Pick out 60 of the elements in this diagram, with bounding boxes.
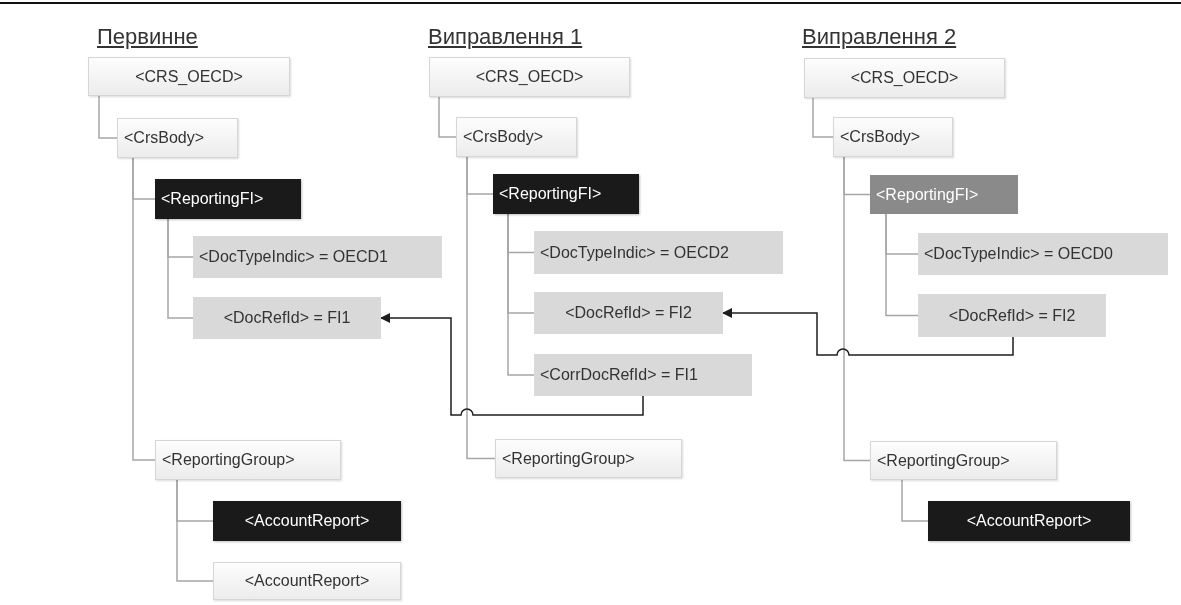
value-box xyxy=(193,297,381,339)
value-box xyxy=(534,354,752,396)
element-label: <ReportingFI> xyxy=(876,185,979,204)
element-label: <DocTypeIndic> = OECD1 xyxy=(199,248,388,266)
highlighted-element-box xyxy=(155,179,301,219)
element-label: <DocRefId> = FI1 xyxy=(223,309,351,327)
column-heading: Виправлення 2 xyxy=(802,24,957,50)
element-label: <DocRefId> = FI2 xyxy=(948,306,1076,325)
element-box xyxy=(88,57,290,96)
tree-connector xyxy=(507,213,535,376)
element-label: <CRS_OECD> xyxy=(850,69,959,87)
element-label: <CRS_OECD> xyxy=(475,68,584,86)
element-box xyxy=(495,439,682,478)
element-box xyxy=(155,440,341,480)
highlighted-element-box xyxy=(493,174,639,214)
tree-connector xyxy=(438,96,457,138)
element-label: <CRS_OECD> xyxy=(135,67,243,86)
highlighted-element-box xyxy=(928,501,1130,541)
column-heading: Виправлення 1 xyxy=(428,24,583,50)
element-label: <DocTypeIndic> = OECD2 xyxy=(540,243,729,262)
tree-connector xyxy=(98,95,118,139)
tree-connector xyxy=(466,156,496,460)
value-box xyxy=(534,231,783,274)
element-box xyxy=(804,58,1005,98)
element-box xyxy=(833,117,953,157)
tree-connector xyxy=(843,156,871,462)
value-box xyxy=(918,233,1168,275)
value-box xyxy=(918,294,1106,337)
element-label: <ReportingFI> xyxy=(499,185,602,203)
element-label: <AccountReport> xyxy=(244,572,370,590)
column-heading: Первинне xyxy=(97,24,198,50)
tree-connector xyxy=(812,97,834,138)
element-box xyxy=(456,117,577,157)
element-label: <ReportingGroup> xyxy=(502,449,635,468)
changed-element-box xyxy=(870,175,1018,214)
element-box xyxy=(213,562,401,600)
element-label: <ReportingFI> xyxy=(161,190,264,208)
element-label: <CorrDocRefId> = FI1 xyxy=(540,366,698,384)
tree-connector xyxy=(885,213,919,317)
tree-connector xyxy=(176,479,214,582)
element-label: <ReportingGroup> xyxy=(877,451,1010,470)
value-box xyxy=(534,292,723,334)
element-box xyxy=(870,441,1057,480)
tree-connector xyxy=(167,218,194,319)
reference-arrow xyxy=(380,313,644,416)
reference-arrow xyxy=(722,308,1014,356)
element-label: <CrsBody> xyxy=(840,128,921,146)
element-box xyxy=(117,118,238,158)
element-label: <AccountReport> xyxy=(966,512,1092,530)
element-label: <AccountReport> xyxy=(244,512,370,530)
tree-connector xyxy=(132,157,156,461)
element-box xyxy=(429,57,630,97)
element-label: <CrsBody> xyxy=(463,128,544,146)
tree-connector xyxy=(901,479,929,522)
value-box xyxy=(193,236,442,278)
element-label: <CrsBody> xyxy=(124,129,205,147)
highlighted-element-box xyxy=(213,501,401,541)
element-label: <DocTypeIndic> = OECD0 xyxy=(924,245,1113,263)
element-label: <DocRefId> = FI2 xyxy=(565,304,692,322)
element-label: <ReportingGroup> xyxy=(162,451,295,469)
